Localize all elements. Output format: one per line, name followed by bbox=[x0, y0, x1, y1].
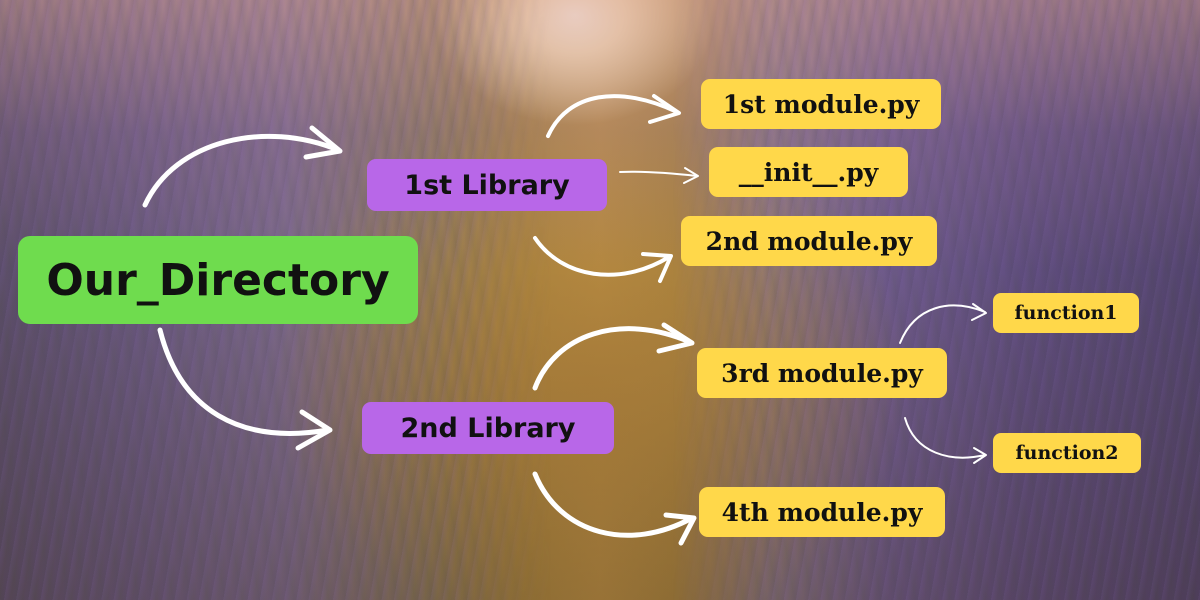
function-node-2: function2 bbox=[993, 433, 1141, 473]
module-node-4: 4th module.py bbox=[699, 487, 945, 537]
arrow-library1-to-module2 bbox=[535, 238, 671, 281]
arrow-module3-to-function2 bbox=[905, 418, 986, 463]
arrow-library2-to-module3 bbox=[535, 325, 692, 388]
arrow-directory-to-library1 bbox=[145, 128, 340, 205]
library-node-1: 1st Library bbox=[367, 159, 607, 211]
module-node-1: 1st module.py bbox=[701, 79, 941, 129]
function-node-1: function1 bbox=[993, 293, 1139, 333]
module-node-3: 3rd module.py bbox=[697, 348, 947, 398]
arrow-module3-to-function1 bbox=[900, 304, 986, 343]
init-module-node: __init__.py bbox=[709, 147, 908, 197]
arrow-library1-to-init bbox=[620, 168, 698, 183]
module-node-2: 2nd module.py bbox=[681, 216, 937, 266]
library-node-2: 2nd Library bbox=[362, 402, 614, 454]
arrow-directory-to-library2 bbox=[160, 330, 330, 448]
arrow-library1-to-module1 bbox=[548, 96, 679, 136]
directory-node: Our_Directory bbox=[18, 236, 418, 324]
arrow-library2-to-module4 bbox=[535, 474, 694, 543]
